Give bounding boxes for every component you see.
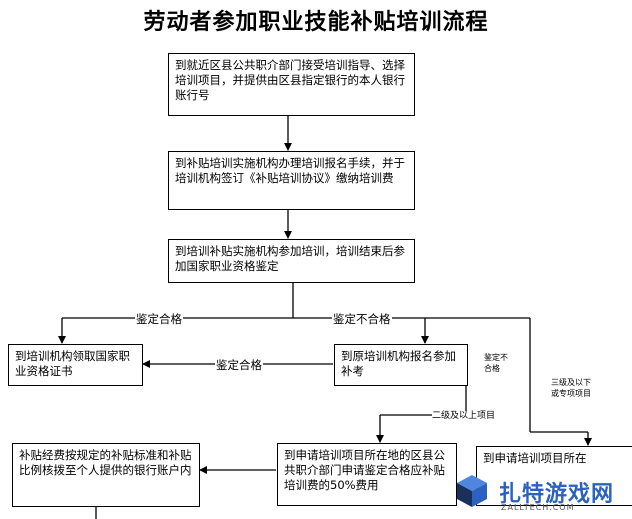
watermark-brand: 扎特游戏网 <box>499 482 615 507</box>
step-apply-other-box: 到申请培训项目所在 <box>476 446 632 506</box>
step-attend-training-text: 到培训补贴实施机构参加培训，培训结束后参加国家职业资格鉴定 <box>175 244 405 273</box>
label-fail: 鉴定不合格 <box>332 311 392 327</box>
watermark-domain: ZALLTECH.COM <box>501 503 575 512</box>
step-register-training-box: 到补贴培训实施机构办理培训报名手续，并于培训机构签订《补贴培训协议》缴纳培训费 <box>168 151 415 210</box>
step-attend-training-box: 到培训补贴实施机构参加培训，培训结束后参加国家职业资格鉴定 <box>168 239 415 283</box>
step-retake-exam-box: 到原培训机构报名参加补考 <box>334 344 468 386</box>
label-fail-again: 鉴定不合格 <box>484 352 514 374</box>
step-subsidy-payment-box: 补贴经费按规定的补贴标准和补贴比例核拨至个人提供的银行账户内 <box>12 443 200 507</box>
step-apply-other-text: 到申请培训项目所在 <box>483 451 587 465</box>
step-receive-guidance-box: 到就近区县公共职介部门接受培训指导、选择培训项目，并提供由区县指定银行的本人银行… <box>168 53 415 116</box>
step-apply-local-box: 到申请培训项目所在地的区县公共职介部门申请鉴定合格应补贴培训费的50%费用 <box>277 443 457 506</box>
label-level2: 二级及以上项目 <box>432 411 496 422</box>
step-subsidy-payment-text: 补贴经费按规定的补贴标准和补贴比例核拨至个人提供的银行账户内 <box>19 448 192 477</box>
page-title: 劳动者参加职业技能补贴培训流程 <box>143 9 489 35</box>
step-retake-exam-text: 到原培训机构报名参加补考 <box>341 349 456 378</box>
step-receive-guidance-text: 到就近区县公共职介部门接受培训指导、选择培训项目，并提供由区县指定银行的本人银行… <box>175 58 405 102</box>
watermark-logo: 扎特游戏网 ZALLTECH.COM <box>455 470 632 519</box>
label-pass-left: 鉴定合格 <box>135 311 183 327</box>
label-level3: 三级及以下或专项项目 <box>551 377 593 399</box>
step-get-certificate-text: 到培训机构领取国家职业资格证书 <box>15 349 130 378</box>
step-get-certificate-box: 到培训机构领取国家职业资格证书 <box>8 344 143 386</box>
label-pass-middle: 鉴定合格 <box>215 357 263 373</box>
step-apply-local-text: 到申请培训项目所在地的区县公共职介部门申请鉴定合格应补贴培训费的50%费用 <box>284 448 445 492</box>
cube-logo-icon <box>457 475 487 507</box>
step-register-training-text: 到补贴培训实施机构办理培训报名手续，并于培训机构签订《补贴培训协议》缴纳培训费 <box>175 156 405 185</box>
